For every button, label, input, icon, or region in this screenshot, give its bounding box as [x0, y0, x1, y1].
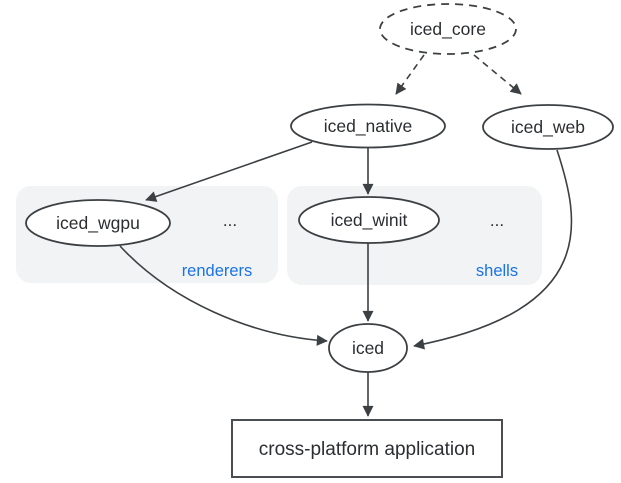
node-iced-web: [482, 104, 614, 150]
renderers-group-label: renderers: [182, 262, 253, 280]
node-iced-core: [379, 3, 517, 55]
edge-core-to-web: [473, 54, 522, 95]
node-iced-label: iced: [352, 338, 384, 358]
node-iced-native-label: iced_native: [324, 116, 413, 137]
edge-wgpu-to-iced: [119, 245, 328, 346]
edge-web-to-iced: [413, 149, 573, 350]
shells-ellipsis: ...: [490, 211, 504, 230]
renderers-ellipsis: ...: [223, 211, 237, 230]
node-iced: [328, 323, 408, 373]
node-application-label: cross-platform application: [259, 439, 475, 460]
node-iced-wgpu: [25, 199, 171, 247]
node-iced-native: [290, 103, 446, 149]
edge-native-to-wgpu: [145, 141, 313, 202]
edge-core-to-native: [395, 54, 425, 95]
node-iced-wgpu-label: iced_wgpu: [56, 213, 140, 234]
node-application-box: [231, 419, 503, 478]
shells-group-label: shells: [476, 262, 518, 280]
node-iced-core-label: iced_core: [410, 19, 486, 40]
node-iced-web-label: iced_web: [511, 117, 585, 138]
node-iced-winit-label: iced_winit: [331, 210, 408, 231]
node-iced-winit: [298, 196, 440, 244]
